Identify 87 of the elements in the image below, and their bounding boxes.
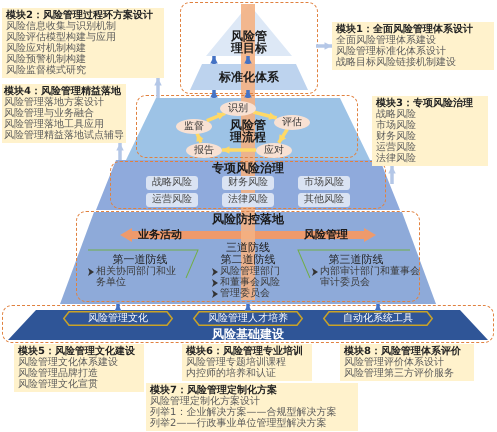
arrow [244,90,252,98]
bullet-text: 内部审计部门和董事会审计委员会 [320,266,421,288]
section-label: 三道防线 [225,242,271,254]
card-line: 风险管理落地工具应用 [4,119,104,130]
arrow [222,146,256,154]
hexagon-tag: 风险管理文化 [63,311,173,326]
risk-tag: 财务风险 [222,176,274,190]
flow-label: 业务活动 [137,228,183,242]
card-line: 风险管理文化体系建设 [18,357,119,368]
card-heading: 模块1：全面风险管理体系设计 [336,24,474,35]
tier-title: 风险管理流程 [228,119,267,143]
tier-title: 风险防控落地 [211,213,285,225]
card-line: 风险信息收集与识别机制 [6,21,117,32]
arrow [154,78,162,98]
arrow [277,128,289,144]
tier-title: 专项风险治理 [211,162,285,174]
arrow [195,132,204,144]
module-card [2,8,164,78]
flow-label: 风险管理 [303,228,349,242]
card-line: 风险管理评价体系设计 [344,357,445,368]
card-line: 战略目标风险链接机制建设 [336,57,457,68]
module-card [146,383,358,431]
card-line: 风险管理文化宣贯 [18,379,99,390]
card-heading: 模块6：风险管理专业培训 [186,346,304,357]
card-line: 风险应对机制构建 [6,43,87,54]
bullet-text: 风险管理部门 [220,266,280,277]
tier-title: 风险基础建设 [211,328,285,340]
risk-tag: 战略风险 [146,176,198,190]
risk-tag: 法律风险 [222,193,274,207]
card-line: 运营风险 [376,142,417,153]
card-line: 风险评估模型构建与应用 [6,32,117,43]
tier-title: 风险管理目标 [230,30,268,54]
arrow [244,304,252,312]
card-line: 风险监督模式研究 [6,65,87,76]
card-line: 风险管理落地方案设计 [4,97,105,108]
card-line: 法律风险 [376,153,417,164]
module-card [372,96,488,166]
card-heading: 模块5：风险管理文化建设 [18,346,136,357]
card-line: 风险预警机制构建 [6,54,87,65]
module-card [340,344,474,381]
card-line: 列举1：企业解决方案——合规型解决方案 [150,407,338,418]
card-line: 战略风险 [376,109,417,120]
pyramid-tier [8,310,488,340]
card-line: 财务风险 [376,131,417,142]
card-line: 列举2——行政事业单位管理型解决方案 [150,418,328,429]
risk-tag: 运营风险 [146,193,198,207]
card-line: 市场风险 [376,120,417,131]
card-heading: 模块3：专项风险治理 [376,98,474,109]
hexagon-tag: 自动化系统工具 [323,311,433,326]
arrow [244,56,252,64]
card-line: 风险管理精益落地试点辅导 [4,130,124,141]
card-heading: 模块2：风险管理过程环方案设计 [6,10,154,21]
card-line: 风险管理品牌打造 [18,368,99,379]
card-line: 风险管理第三方评价服务 [344,368,455,379]
card-line: 风险管理定制化方案设计 [150,396,261,407]
pyramid-tier [126,98,370,160]
card-heading: 模块4：风险管理精益落地 [4,86,122,97]
arrow [388,166,396,184]
tier-title: 标准化体系 [218,71,280,83]
arrow [252,110,278,120]
module-card [14,344,144,392]
arrow [206,112,226,122]
arrow [374,304,382,312]
column-heading: 第二道防线 [220,254,276,266]
arrow [210,90,218,98]
card-heading: 模块7：风险管理定制化方案 [150,385,278,396]
bullet-text: 相关协同部门和业务单位 [96,266,177,288]
card-line: 全面风险管理体系建设 [336,35,436,46]
card-line: 风险管理与业务融合 [4,108,94,119]
card-line: 风险管理专题培训课程 [186,357,287,368]
column-heading: 第三道防线 [328,254,384,266]
module-card [2,84,126,143]
arrow [116,143,124,160]
bullet-text: 管理委员会 [220,288,270,299]
arrow [316,42,332,50]
risk-tag: 市场风险 [298,176,350,190]
module-card [332,22,494,70]
module-card [182,344,312,381]
arrow [210,56,218,64]
risk-tag: 其他风险 [298,193,350,207]
arrow [114,304,122,312]
card-line: 内控师的培养和认证 [186,368,277,379]
card-line: 风险管理标准化体系设计 [336,46,446,57]
column-heading: 第一道防线 [112,254,168,266]
card-heading: 模块8：风险管理体系评价 [344,346,462,357]
bullet-text: 和董事会风险 [220,277,280,288]
hexagon-tag: 风险管理人才培养 [193,311,303,326]
